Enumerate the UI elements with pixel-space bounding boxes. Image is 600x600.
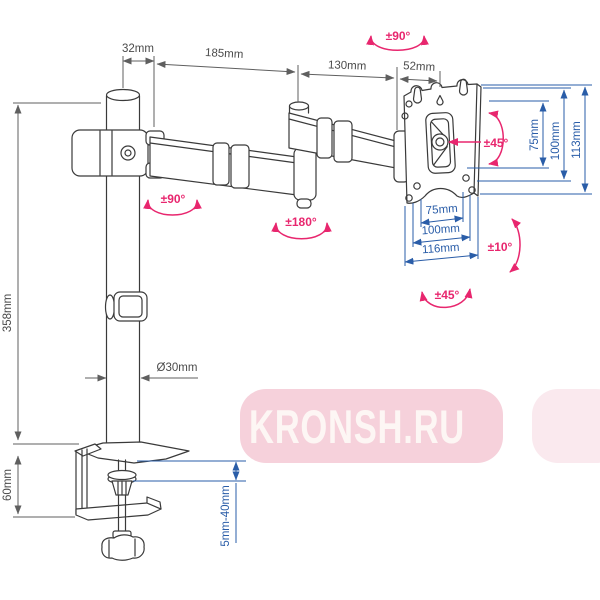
watermark: KRONSH.RU (240, 389, 600, 463)
dim-label-desk-thickness: 5mm-40mm (220, 485, 232, 546)
dim-label-130mm: 130mm (328, 59, 367, 72)
dim-label-plate-width: 116mm (422, 242, 460, 257)
dim-label-clamp-height: 60mm (2, 469, 14, 501)
dim-label-vesa-h75: 75mm (425, 203, 458, 217)
dim-label-185mm: 185mm (205, 47, 244, 61)
vesa-hole (462, 174, 470, 182)
rotation-arrows (143, 35, 522, 309)
dimension-labels-gray: 32mm 185mm 130mm 52mm 358mm 60mm Ø30mm (2, 43, 435, 501)
rotation-label-pole-swivel: ±90° (161, 192, 186, 206)
dim-label-pole-diameter: Ø30mm (157, 362, 198, 374)
rotation-arc-plate-rotate (488, 110, 504, 167)
dimensions-blue (133, 84, 592, 543)
rotation-arc-head-swivel (366, 35, 429, 51)
rotation-labels: ±90° ±90° ±180° ±45° ±10° ±45° (161, 29, 513, 302)
vesa-hole (413, 182, 421, 190)
rotation-label-head-swivel: ±90° (386, 29, 411, 43)
dim-label-vesa-v100: 100mm (550, 122, 562, 160)
cable-clip (104, 291, 148, 322)
clamp-knob (101, 534, 145, 561)
rotation-arc-pole-swivel (143, 199, 202, 216)
watermark-badge-partial (532, 389, 600, 463)
dim-label-32mm: 32mm (122, 43, 154, 55)
keyhole-slot (412, 86, 423, 104)
center-slot (436, 94, 444, 106)
rotation-label-tilt: ±10° (488, 240, 513, 254)
dim-label-pole-height: 358mm (2, 294, 14, 332)
rotation-arc-base-swivel (419, 288, 473, 309)
rotation-label-base-swivel: ±45° (435, 288, 460, 302)
watermark-badge (240, 389, 503, 463)
dimensions-gray (13, 56, 441, 518)
elbow-pivot-cap (288, 101, 310, 111)
keyhole-slot (458, 78, 469, 96)
dim-label-vesa-h100: 100mm (421, 223, 460, 238)
clamp-washer (107, 469, 137, 481)
dim-label-52mm: 52mm (403, 60, 436, 74)
elbow-knob (296, 198, 312, 209)
desk-clamp (74, 441, 190, 561)
rotation-label-elbow-swivel: ±180° (285, 215, 317, 229)
vesa-plate (401, 78, 482, 204)
rotation-arc-tilt (509, 218, 522, 273)
rotation-mechanism (425, 112, 456, 174)
rotation-label-plate-rotate: ±45° (484, 136, 509, 150)
arm-upper (288, 101, 397, 169)
clamp-screw-rod (117, 494, 127, 533)
dim-label-plate-height: 113mm (571, 121, 583, 159)
elbow-joint (293, 147, 317, 201)
arm-lower (149, 136, 317, 209)
dimension-labels-blue: 75mm 100mm 113mm 75mm 100mm 116mm 5mm-40… (220, 119, 583, 547)
clamp-top-plate (77, 441, 190, 464)
rotation-arc-elbow-swivel (271, 222, 332, 240)
vesa-hole (468, 186, 476, 194)
dim-label-vesa-v75: 75mm (529, 119, 541, 151)
watermark-text: KRONSH.RU (249, 400, 465, 453)
vesa-hole (405, 194, 413, 202)
